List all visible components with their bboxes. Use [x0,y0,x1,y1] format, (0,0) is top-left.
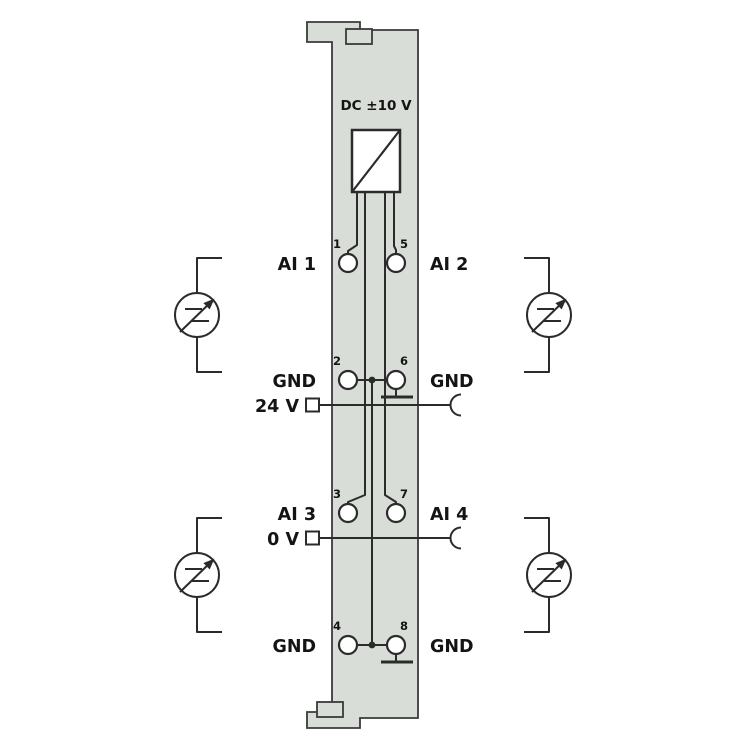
sensor-bracket [524,257,550,373]
contact-number-7: 7 [400,487,408,501]
power-jumper-socket-icon [449,393,462,417]
contact-number-6: 6 [400,354,408,368]
variable-source-icon [175,517,222,633]
power-rail-24v [305,393,462,417]
power-jumper-socket-icon [449,526,462,550]
mounting-notch-bottom [316,701,344,718]
contact-1 [337,252,359,274]
adc-converter-icon [350,128,402,194]
sensor-bracket [524,517,550,633]
variable-source-icon [524,517,571,633]
ground-icon [381,389,413,399]
contact-label-gnd8: GND [430,637,474,657]
contact-label-gnd4: GND [272,637,316,657]
power-jumper-blade-icon [305,530,320,546]
contact-number-4: 4 [333,619,341,633]
wire-ai2 [393,192,397,254]
contact-2 [337,369,359,391]
contact-label-gnd6: GND [430,372,474,392]
contact-label-ai1: AI 1 [278,255,316,275]
contact-number-3: 3 [333,487,341,501]
contact-number-2: 2 [333,354,341,368]
ground-icon [381,654,413,664]
rail-label-0v: 0 V [267,530,299,550]
voltage-range-label: DC ±10 V [340,98,412,114]
contact-8 [385,634,407,656]
contact-number-1: 1 [333,237,341,251]
contact-5 [385,252,407,274]
rail-label-24v: 24 V [255,397,299,417]
contact-7 [385,502,407,524]
contact-label-ai4: AI 4 [430,505,468,525]
wire-ai1 [347,192,358,254]
contact-label-ai2: AI 2 [430,255,468,275]
module-body [306,21,419,729]
variable-source-icon [524,257,571,373]
junction-dot [368,376,376,384]
power-jumper-blade-icon [305,397,320,413]
sensor-bracket [196,257,222,373]
contact-3 [337,502,359,524]
sensor-bracket [196,517,222,633]
mounting-notch-top [345,28,373,45]
contact-number-5: 5 [400,237,408,251]
contact-4 [337,634,359,656]
contact-label-ai3: AI 3 [278,505,316,525]
contact-number-8: 8 [400,619,408,633]
contact-6 [385,369,407,391]
contact-label-gnd2: GND [272,372,316,392]
power-rail-0v [305,526,462,550]
junction-dot [368,641,376,649]
variable-source-icon [175,257,222,373]
